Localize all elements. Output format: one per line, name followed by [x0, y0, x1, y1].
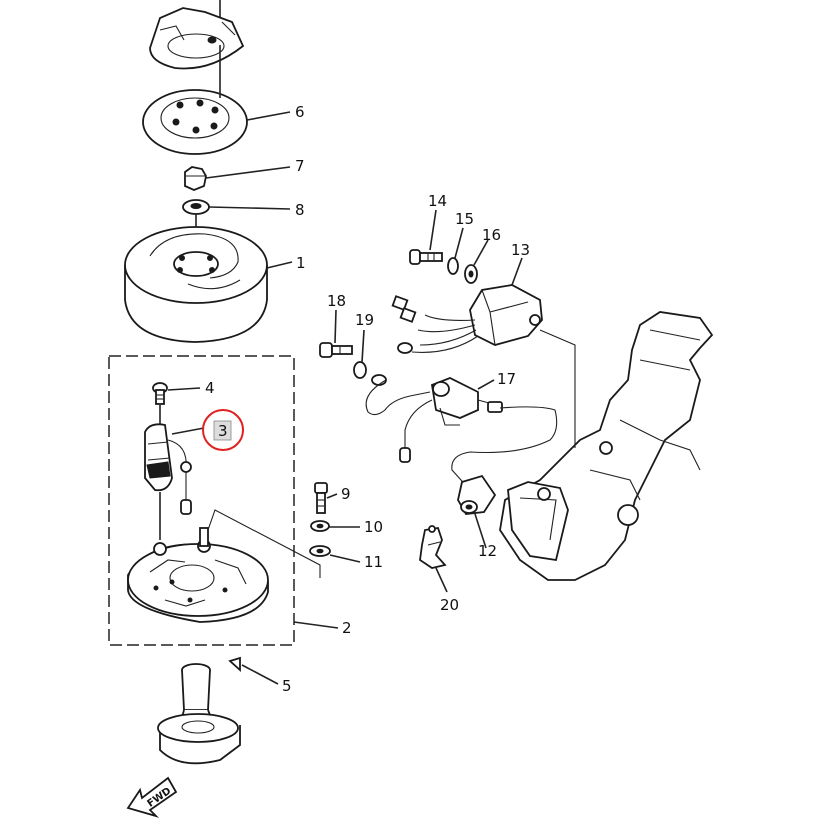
callout-8: 8: [295, 201, 305, 219]
cdi-washer: [464, 264, 478, 284]
starter-pulley: [149, 0, 245, 70]
coil-mount-washer: [353, 361, 367, 379]
coil-mount-bolt: [319, 342, 353, 358]
cdi-bolt: [409, 249, 443, 265]
highlight-part-3[interactable]: 3: [202, 409, 244, 451]
stator-base: [127, 527, 269, 623]
callout-13: 13: [511, 241, 530, 259]
highlight-ring: [202, 409, 244, 451]
callout-6: 6: [295, 103, 305, 121]
stator-bolt: [314, 482, 328, 514]
callout-14: 14: [428, 192, 447, 210]
callout-12: 12: [478, 542, 497, 560]
lock-washer: [310, 520, 330, 532]
spark-plug-cap: [457, 474, 497, 515]
wire-clip: [419, 525, 447, 569]
callout-5: 5: [282, 677, 292, 695]
callout-20: 20: [440, 596, 459, 614]
callout-18: 18: [327, 292, 346, 310]
flat-washer: [309, 545, 331, 557]
callout-2: 2: [342, 619, 352, 637]
highlight-box: [213, 420, 232, 441]
charge-coil: [144, 423, 192, 540]
callout-7: 7: [295, 157, 305, 175]
flywheel-nut: [184, 166, 207, 191]
callout-3: 3: [218, 422, 228, 440]
callout-11: 11: [364, 553, 383, 571]
flywheel: [124, 226, 268, 343]
flywheel-washer: [182, 199, 210, 215]
crankshaft: [157, 656, 241, 765]
stator-assembly-outline: [108, 355, 295, 646]
callout-17: 17: [497, 370, 516, 388]
callout-15: 15: [455, 210, 474, 228]
callout-10: 10: [364, 518, 383, 536]
cdi-unit: [391, 284, 543, 354]
cdi-lock-washer: [447, 257, 459, 275]
callout-16: 16: [482, 226, 501, 244]
forward-direction-arrow: FWD: [126, 776, 178, 818]
engine-block: [499, 311, 714, 581]
coil-screw: [152, 382, 168, 425]
callout-1: 1: [296, 254, 306, 272]
ignition-coil: [365, 374, 558, 491]
callout-4: 4: [205, 379, 215, 397]
callout-9: 9: [341, 485, 351, 503]
flywheel-plate: [142, 45, 248, 155]
callout-19: 19: [355, 311, 374, 329]
